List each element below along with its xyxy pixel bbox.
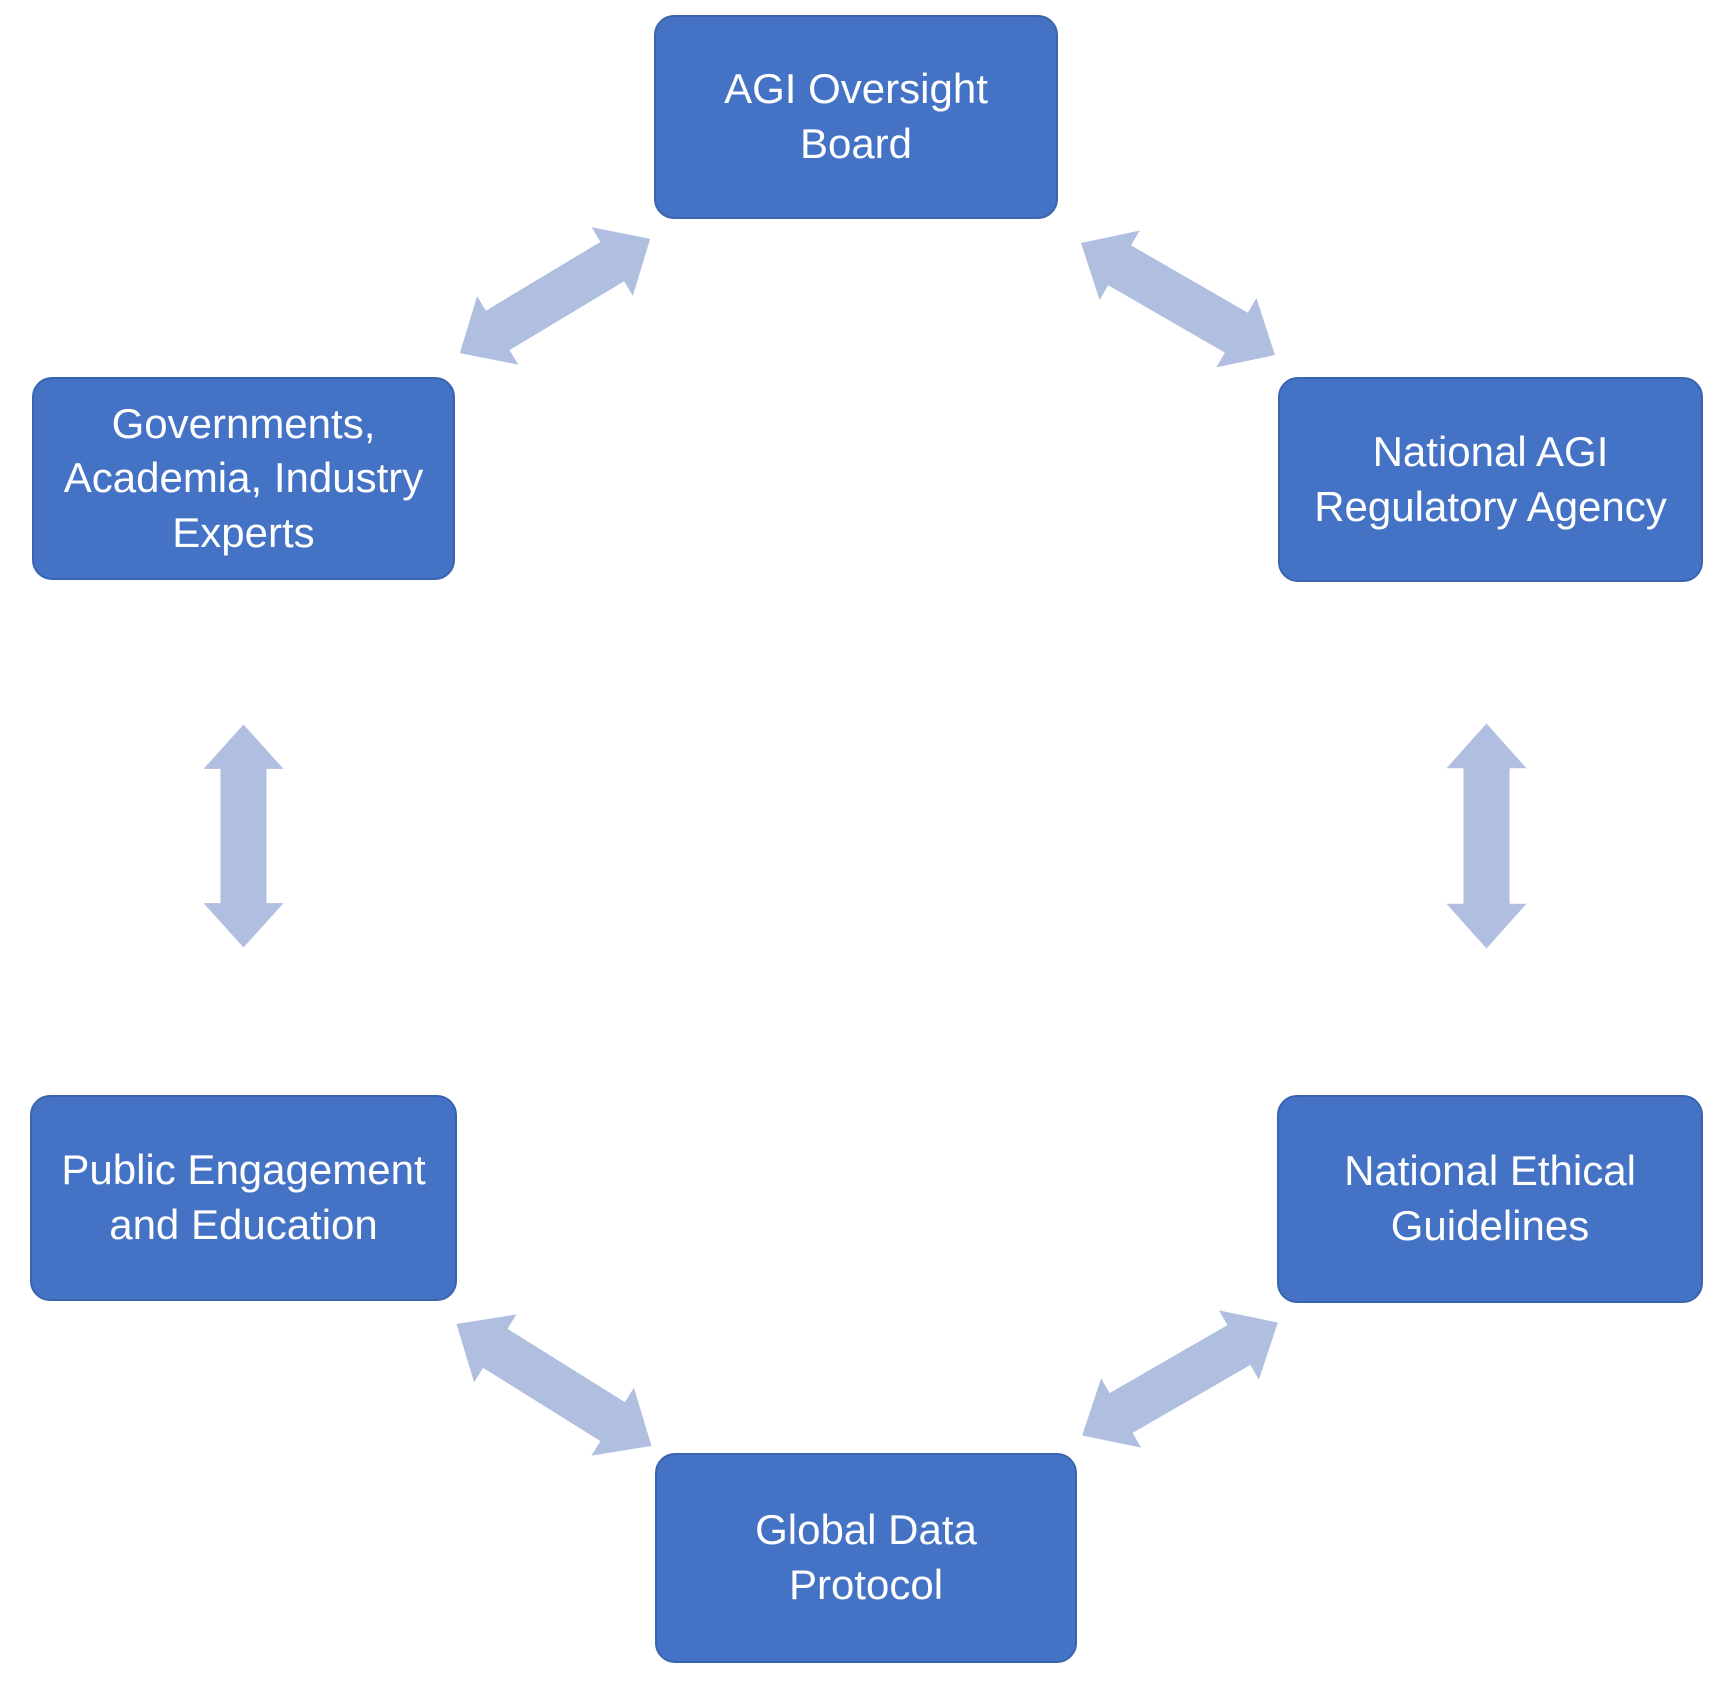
connector-lower-right-double-arrow-icon: [1062, 1288, 1298, 1470]
double-arrow-shape: [459, 227, 651, 365]
double-arrow-shape: [1081, 230, 1275, 368]
connector-upper-right-double-arrow-icon: [1061, 208, 1295, 389]
double-arrow-shape: [203, 724, 284, 948]
connector-upper-left-double-arrow-icon: [439, 205, 670, 388]
connector-right-vertical-double-arrow-icon: [1446, 723, 1527, 949]
connector-left-vertical-double-arrow-icon: [203, 724, 284, 948]
double-arrow-shape: [456, 1314, 652, 1456]
double-arrow-shape: [1446, 723, 1527, 949]
double-arrow-shape: [1082, 1310, 1278, 1448]
connector-lower-left-double-arrow-icon: [435, 1290, 672, 1480]
